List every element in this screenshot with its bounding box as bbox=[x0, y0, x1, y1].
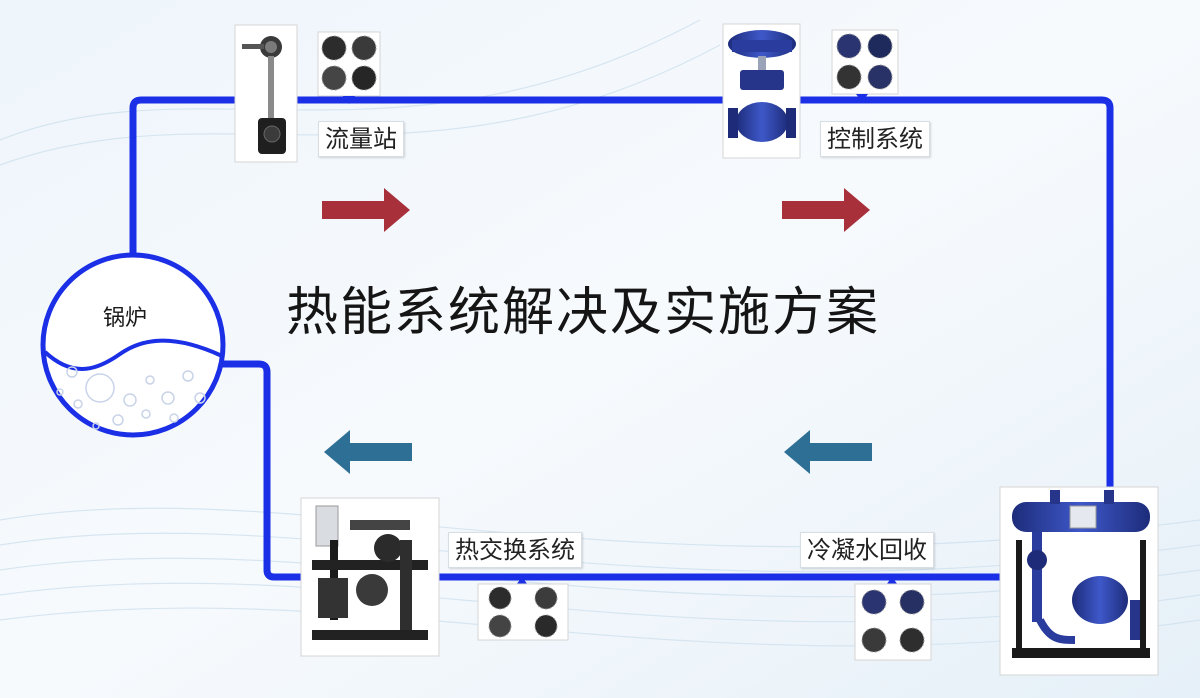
control-valve-photo bbox=[722, 23, 801, 159]
boiler bbox=[40, 252, 226, 438]
pipe-loop bbox=[129, 96, 1114, 581]
control-valve-icon bbox=[728, 30, 796, 142]
flowmeter-icon bbox=[242, 36, 286, 154]
station-label-control: 控制系统 bbox=[820, 121, 930, 157]
thumbnail-grid-icon bbox=[321, 35, 377, 91]
heat-exchange-thumbnails bbox=[477, 577, 569, 641]
arrow-return-1 bbox=[324, 430, 412, 474]
condensate-thumbnails bbox=[854, 577, 932, 661]
condensate-photo bbox=[999, 486, 1159, 676]
page-title: 热能系统解决及实施方案 bbox=[286, 283, 881, 343]
pipe-bottom-run bbox=[218, 360, 1004, 581]
heat-exchange-photo bbox=[300, 497, 440, 657]
thumbnail-grid-icon bbox=[861, 589, 925, 653]
station-label-condensate: 冷凝水回收 bbox=[800, 532, 934, 568]
flowmeter-photo bbox=[234, 24, 298, 163]
control-thumbnails bbox=[831, 29, 899, 102]
pipe-top-run bbox=[129, 96, 1114, 494]
station-label-heat-exchange: 热交换系统 bbox=[448, 532, 582, 568]
thumbnail-grid-icon bbox=[488, 586, 558, 638]
arrow-forward-2 bbox=[782, 188, 870, 232]
condensate-pump-icon bbox=[1012, 490, 1150, 658]
arrow-forward-1 bbox=[322, 188, 410, 232]
station-label-flow: 流量站 bbox=[318, 121, 404, 157]
flowmeter-thumbnails bbox=[317, 31, 381, 104]
heat-exchanger-skid-icon bbox=[312, 505, 428, 640]
thumbnail-grid-icon bbox=[836, 33, 893, 90]
arrow-return-2 bbox=[784, 430, 872, 474]
boiler-bubbles bbox=[56, 366, 206, 430]
boiler-label: 锅炉 bbox=[103, 306, 148, 331]
